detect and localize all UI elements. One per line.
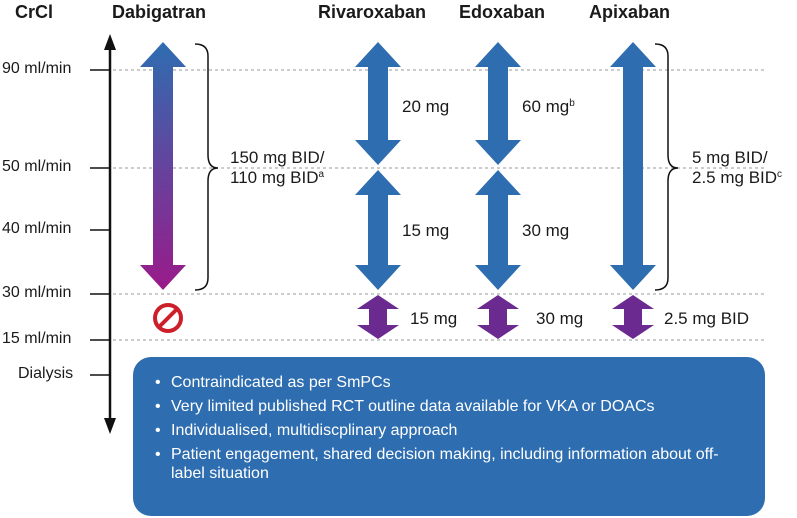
apixaban-dose-line2: 2.5 mg BID xyxy=(692,168,778,187)
rivaroxaban-dose-low: 15 mg xyxy=(410,309,458,328)
edoxaban-footnote: b xyxy=(569,98,575,109)
header-dabigatran: Dabigatran xyxy=(112,2,207,22)
gridlines xyxy=(113,69,765,341)
rivaroxaban-arrow-mid xyxy=(355,170,401,290)
apixaban-dose-line1: 5 mg BID/ xyxy=(692,148,768,167)
rivaroxaban-dose-high: 20 mg xyxy=(402,97,450,116)
axis-label-90: 90 ml/min xyxy=(2,60,72,77)
edoxaban-dose-high: 60 mgb xyxy=(522,97,575,117)
note-item: Very limited published RCT outline data … xyxy=(155,397,745,416)
dabigatran-dose-line1: 150 mg BID/ xyxy=(230,148,325,167)
header-edoxaban: Edoxaban xyxy=(459,2,546,22)
notes-list: Contraindicated as per SmPCs Very limite… xyxy=(133,357,765,483)
edoxaban-arrow-high xyxy=(475,42,521,165)
header-apixaban: Apixaban xyxy=(589,2,671,22)
dabigatran-footnote: a xyxy=(318,169,325,180)
header-rivaroxaban: Rivaroxaban xyxy=(318,2,427,22)
apixaban-arrow xyxy=(610,42,656,290)
axis-down-arrowhead xyxy=(104,418,116,434)
axis-label-15: 15 ml/min xyxy=(2,330,72,347)
apixaban-brace xyxy=(654,43,679,291)
dabigatran-dose-line2: 110 mg BID xyxy=(230,168,319,187)
edoxaban-dose-low: 30 mg xyxy=(536,309,584,328)
crcl-axis xyxy=(90,34,116,434)
rivaroxaban-arrow-low xyxy=(357,295,399,339)
edoxaban-arrow-mid xyxy=(475,170,521,290)
note-item: Contraindicated as per SmPCs xyxy=(155,373,745,392)
dabigatran-dose: 150 mg BID/ 110 mg BIDa xyxy=(230,148,325,188)
note-item: Patient engagement, shared decision maki… xyxy=(155,445,745,483)
edoxaban-dose-high-text: 60 mg xyxy=(522,97,570,116)
edoxaban-dose-mid: 30 mg xyxy=(522,221,570,240)
note-item: Individualised, multidiscplinary approac… xyxy=(155,421,745,440)
rivaroxaban-arrow-high xyxy=(355,42,401,165)
dabigatran-brace xyxy=(194,43,219,291)
apixaban-arrow-low xyxy=(612,295,654,339)
rivaroxaban-dose-mid: 15 mg xyxy=(402,221,450,240)
axis-label-50: 50 ml/min xyxy=(2,158,72,175)
axis-up-arrowhead xyxy=(104,34,116,50)
prohibited-icon xyxy=(153,303,183,333)
edoxaban-arrow-low xyxy=(477,295,519,339)
axis-label-30: 30 ml/min xyxy=(2,284,72,301)
axis-label-40: 40 ml/min xyxy=(2,220,72,237)
dialysis-info-box: Contraindicated as per SmPCs Very limite… xyxy=(133,357,765,516)
header-crcl: CrCl xyxy=(15,2,54,22)
apixaban-dose: 5 mg BID/ 2.5 mg BIDc xyxy=(692,148,782,188)
dabigatran-arrow xyxy=(140,42,186,290)
axis-label-dialysis: Dialysis xyxy=(18,365,74,382)
apixaban-dose-low: 2.5 mg BID xyxy=(664,309,750,328)
apixaban-footnote: c xyxy=(777,169,783,180)
